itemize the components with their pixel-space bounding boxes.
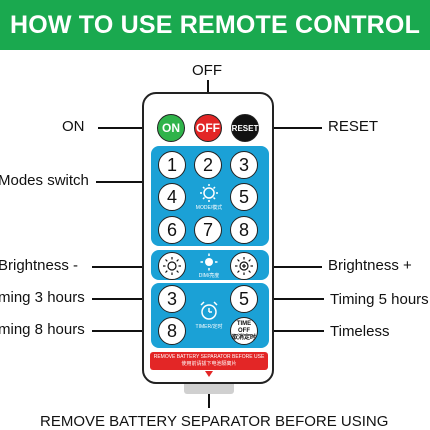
label-timing-3: ming 3 hours	[0, 289, 85, 306]
pointer-timing-8	[92, 330, 156, 332]
mode-5-button[interactable]: 5	[230, 183, 258, 211]
pointer-reset	[262, 127, 322, 129]
pointer-modes	[96, 181, 156, 183]
pointer-timing-5	[262, 298, 324, 300]
mode-7-button[interactable]: 7	[194, 216, 222, 244]
mode-caption: MODE/模式	[195, 205, 223, 211]
pointer-timeless	[262, 330, 324, 332]
time-off-sublabel: 取消定时	[231, 334, 256, 341]
label-modes-switch: Modes switch	[0, 172, 89, 189]
label-on: ON	[62, 118, 85, 135]
timer-3-button[interactable]: 3	[158, 285, 186, 313]
pointer-timing-3	[92, 298, 156, 300]
off-button[interactable]: OFF	[194, 114, 222, 142]
strip-text-en: REMOVE BATTERY SEPARATOR BEFORE USE	[153, 354, 265, 360]
dim-icon	[200, 253, 218, 271]
brightness-minus-button[interactable]	[158, 252, 186, 280]
pointer-brightness-minus	[92, 266, 156, 268]
label-timing-5: Timing 5 hours	[330, 291, 429, 308]
arrow-down-icon	[205, 371, 213, 377]
label-reset: RESET	[328, 118, 379, 135]
battery-separator-tab[interactable]	[184, 384, 234, 394]
brightness-plus-button[interactable]	[230, 252, 258, 280]
time-off-label: TIME OFF	[236, 320, 252, 334]
strip-text-cn: 使用前请拔下电池隔离片	[181, 361, 237, 367]
label-brightness-plus: Brightness +	[328, 257, 412, 274]
alarm-clock-icon	[198, 300, 220, 322]
sun-large-icon	[235, 257, 253, 275]
timer-8-button[interactable]: 8	[158, 317, 186, 345]
label-timeless: Timeless	[330, 323, 390, 340]
label-remove-separator: REMOVE BATTERY SEPARATOR BEFORE USING	[40, 413, 389, 430]
mode-6-button[interactable]: 6	[158, 216, 186, 244]
mode-icon	[197, 183, 221, 203]
time-off-button[interactable]: TIME OFF 取消定时	[230, 317, 258, 345]
dim-caption: DIM/亮度	[198, 273, 220, 279]
mode-8-button[interactable]: 8	[230, 216, 258, 244]
mode-4-button[interactable]: 4	[158, 183, 186, 211]
pointer-on	[98, 127, 156, 129]
pointer-brightness-plus	[262, 266, 322, 268]
reset-button[interactable]: RESET	[231, 114, 259, 142]
label-brightness-minus: Brightness -	[0, 257, 79, 274]
sun-small-icon	[163, 257, 181, 275]
timer-caption: TIMER/定时	[195, 324, 223, 330]
on-button[interactable]: ON	[157, 114, 185, 142]
mode-2-button[interactable]: 2	[194, 151, 222, 179]
label-timing-8: ming 8 hours	[0, 321, 85, 338]
banner-title: HOW TO USE REMOTE CONTROL	[9, 10, 421, 39]
mode-1-button[interactable]: 1	[158, 151, 186, 179]
mode-3-button[interactable]: 3	[230, 151, 258, 179]
pointer-separator	[208, 394, 210, 408]
label-off: OFF	[192, 62, 222, 79]
timer-5-button[interactable]: 5	[230, 285, 258, 313]
battery-separator-strip: REMOVE BATTERY SEPARATOR BEFORE USE 使用前请…	[150, 352, 268, 370]
page-banner: HOW TO USE REMOTE CONTROL	[0, 0, 430, 50]
